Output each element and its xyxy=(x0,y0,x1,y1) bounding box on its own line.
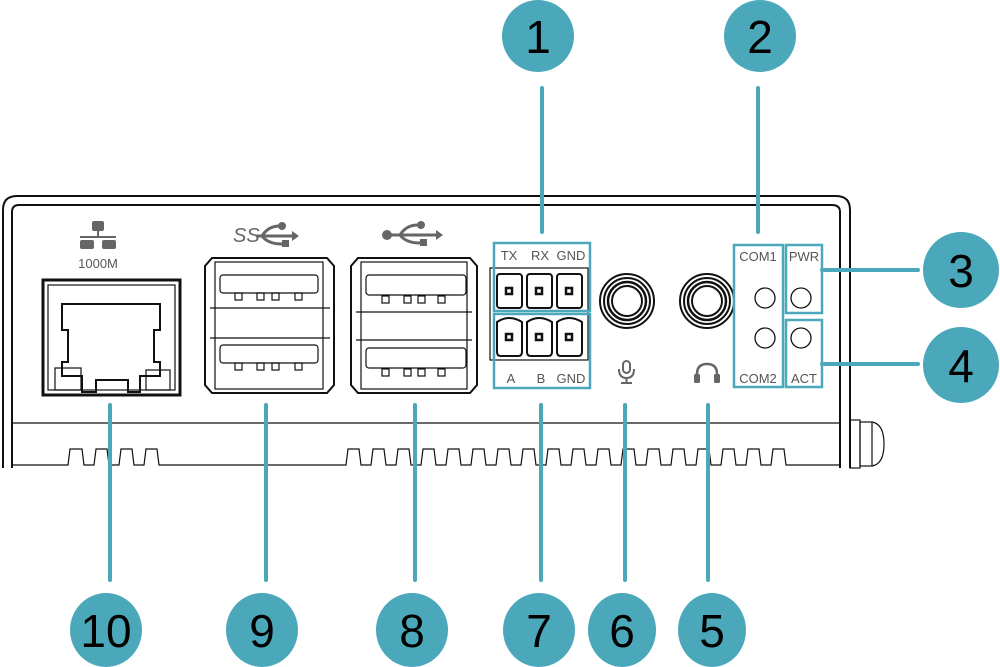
label-pwr: PWR xyxy=(789,249,819,264)
svg-text:1: 1 xyxy=(525,11,551,63)
callout-1: 1 xyxy=(502,0,574,72)
svg-text:5: 5 xyxy=(699,605,725,657)
label-act: ACT xyxy=(791,371,817,386)
svg-text:6: 6 xyxy=(609,605,635,657)
microphone-icon xyxy=(618,360,635,384)
svg-text:8: 8 xyxy=(399,605,425,657)
svg-text:2: 2 xyxy=(747,11,773,63)
svg-text:7: 7 xyxy=(526,605,552,657)
callout-2: 2 xyxy=(724,0,796,72)
label-gnd-bottom: GND xyxy=(557,371,586,386)
chassis xyxy=(2,195,885,469)
callout-5: 5 xyxy=(678,593,746,667)
label-tx: TX xyxy=(501,248,518,263)
callout-3: 3 xyxy=(923,232,999,308)
com1-led xyxy=(754,287,776,309)
svg-text:3: 3 xyxy=(948,245,974,297)
usb2-ports[interactable] xyxy=(350,221,478,394)
usb3-ports[interactable]: SS xyxy=(204,222,335,394)
leader-lines xyxy=(108,86,920,582)
terminal-block[interactable]: TX RX GND A B GND xyxy=(489,241,592,390)
act-led: ACT xyxy=(784,318,824,389)
headphone-icon xyxy=(694,362,720,383)
heatsink-fins xyxy=(12,448,840,466)
side-screw-icon xyxy=(849,419,885,469)
callout-8: 8 xyxy=(376,593,448,667)
com-leds: COM1 COM2 xyxy=(732,243,785,389)
headphone-jack[interactable] xyxy=(679,273,735,383)
terminal-block-bottom[interactable]: A B GND xyxy=(492,312,592,390)
svg-text:SS: SS xyxy=(233,225,260,247)
pwr-led: PWR xyxy=(784,243,824,315)
callout-7: 7 xyxy=(503,593,575,667)
svg-text:9: 9 xyxy=(249,605,275,657)
terminal-block-top[interactable]: TX RX GND xyxy=(492,241,592,313)
callout-10: 10 xyxy=(70,593,142,667)
callout-9: 9 xyxy=(226,593,298,667)
lan-speed-label: 1000M xyxy=(78,256,118,271)
mic-jack[interactable] xyxy=(599,273,655,384)
usb-superspeed-icon: SS xyxy=(233,222,299,247)
com2-led xyxy=(754,327,776,349)
label-a: A xyxy=(507,371,516,386)
callout-6: 6 xyxy=(588,593,656,667)
callout-4: 4 xyxy=(923,327,999,403)
label-b: B xyxy=(537,371,546,386)
network-icon xyxy=(80,221,116,249)
label-com2: COM2 xyxy=(739,371,777,386)
label-gnd-top: GND xyxy=(557,248,586,263)
svg-text:4: 4 xyxy=(948,340,974,392)
svg-text:10: 10 xyxy=(80,605,131,657)
usb-icon xyxy=(382,221,443,246)
lan-port[interactable]: 1000M xyxy=(41,221,182,397)
label-rx: RX xyxy=(531,248,549,263)
label-com1: COM1 xyxy=(739,249,777,264)
